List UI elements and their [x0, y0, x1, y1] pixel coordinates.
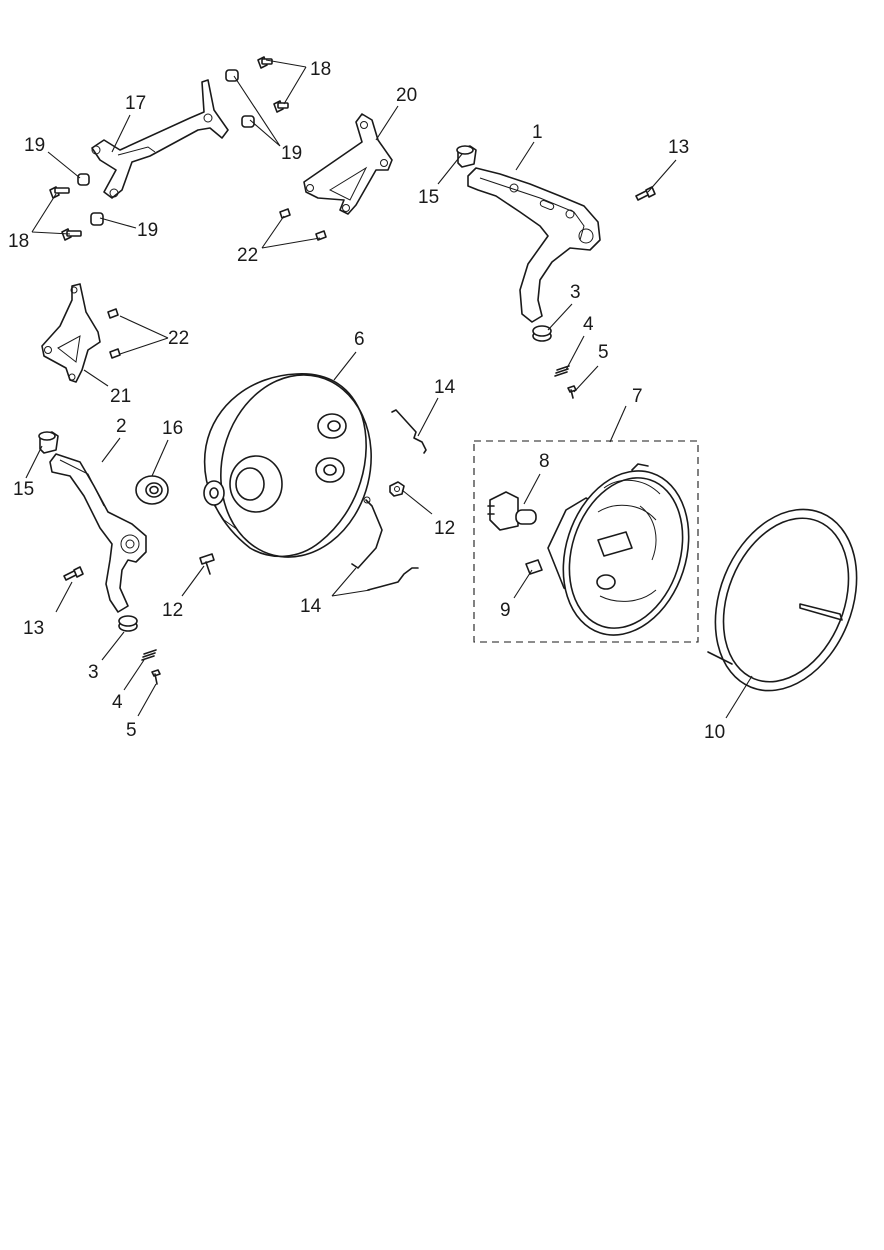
callout-14: 14: [300, 596, 322, 617]
bolt-18: [49, 56, 289, 241]
bracket-21: [41, 283, 101, 383]
callout-16: 16: [162, 418, 183, 439]
bulb-8: [487, 491, 537, 531]
callout-4: 4: [583, 314, 594, 335]
callout-12: 12: [162, 600, 183, 621]
callout-8: 8: [539, 451, 550, 472]
screw-5-left: [151, 669, 161, 685]
headlight-bracket-2: [49, 453, 147, 613]
callout-5: 5: [598, 342, 609, 363]
callout-2: 2: [116, 416, 127, 437]
callout-22: 22: [237, 245, 258, 266]
callout-19: 19: [137, 220, 158, 241]
callout-14: 14: [434, 377, 456, 398]
callout-9: 9: [500, 600, 511, 621]
callout-13: 13: [668, 137, 689, 158]
callout-19: 19: [24, 135, 45, 156]
callout-3: 3: [88, 662, 99, 683]
callout-18: 18: [8, 231, 29, 252]
headlight-shell-6: [203, 373, 372, 558]
bulb-9: [525, 559, 543, 575]
screw-5-right: [567, 385, 577, 399]
callout-10: 10: [704, 722, 725, 743]
callout-18: 18: [310, 59, 331, 80]
spring-4-left: [141, 649, 157, 661]
callout-3: 3: [570, 282, 581, 303]
headlight-rim-10: [707, 508, 858, 692]
callout-15: 15: [13, 479, 34, 500]
callout-19: 19: [281, 143, 302, 164]
bracket-20: [303, 113, 393, 215]
grommet-3-left: [118, 615, 138, 632]
callout-21: 21: [110, 386, 131, 407]
callout-5: 5: [126, 720, 137, 741]
screw-12: [199, 481, 405, 575]
headlight-bracket-1: [467, 167, 601, 323]
callout-7: 7: [632, 386, 643, 407]
callout-labels: 17 18 19 19 18 19 20 22 1 15 13 3 4 5 22…: [8, 59, 725, 743]
callout-4: 4: [112, 692, 123, 713]
callout-20: 20: [396, 85, 417, 106]
callout-1: 1: [532, 122, 543, 143]
leader-lines: [25, 59, 753, 719]
headlamp-unit-7: [473, 440, 699, 643]
callout-12: 12: [434, 518, 455, 539]
bush-15: [38, 145, 477, 454]
clip-14: [351, 409, 427, 591]
callout-22: 22: [168, 328, 189, 349]
bolt-13: [63, 186, 656, 581]
callout-6: 6: [354, 329, 365, 350]
grommet-3-right: [532, 325, 552, 342]
bracket-17: [91, 79, 229, 199]
grommet-16: [135, 475, 169, 505]
callout-13: 13: [23, 618, 44, 639]
callout-17: 17: [125, 93, 146, 114]
callout-15: 15: [418, 187, 439, 208]
